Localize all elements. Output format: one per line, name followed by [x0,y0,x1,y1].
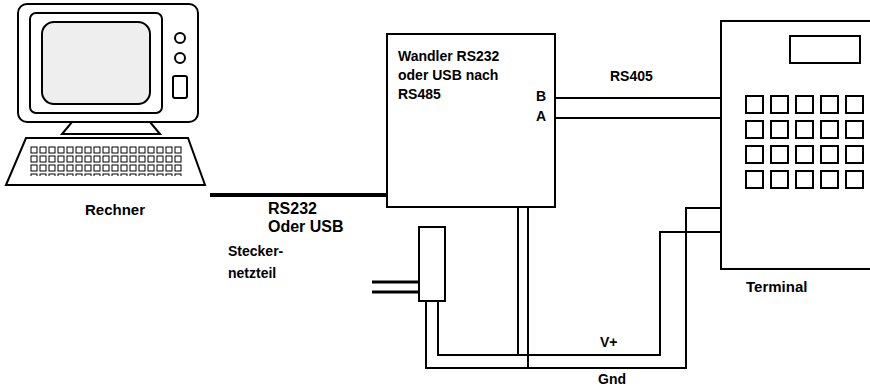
keyboard [6,138,205,185]
plug-prong [372,281,418,284]
signal-label: RS405 [608,68,672,84]
terminal-key [796,121,813,138]
computer-node: Rechner [0,0,210,225]
terminal-key [746,146,763,163]
terminal-key [821,96,838,113]
connector-wire [210,193,386,197]
plug-prong [372,291,418,294]
signal-label: Gnd [596,371,640,387]
terminal-key [771,96,788,113]
node-label: Terminal [746,278,836,295]
terminal-key [821,146,838,163]
terminal-key [796,96,813,113]
terminal-key [771,146,788,163]
terminal-key [846,171,863,188]
terminal-display [790,36,860,63]
connector-wire [556,97,720,99]
monitor-bezel [30,13,162,113]
terminal-box: Terminal [720,20,870,270]
terminal-key [796,171,813,188]
computer-drawing [6,4,205,185]
terminal-key [846,96,863,113]
node-label: Wandler RS232 oder USB nach RS485 [388,35,538,104]
connector-wire [556,117,720,119]
monitor-screen [42,22,150,104]
monitor-stand [62,122,160,134]
keyboard-keys [30,146,183,176]
monitor-knob [175,53,185,63]
power-plug-drawing [372,282,418,292]
converter-supply-wire [527,208,529,368]
converter-box: Wandler RS232 oder USB nach RS485 [386,33,556,208]
terminal-key [821,171,838,188]
monitor-panel [173,76,187,98]
connector-wire [438,208,518,355]
pin-label: B [536,88,546,104]
terminal-key [771,121,788,138]
power-supply-box: Stecker- netzteil [418,226,446,302]
terminal-key [746,96,763,113]
terminal-key [796,146,813,163]
pin-label: A [536,108,546,124]
monitor-knob [175,33,185,43]
signal-label: V+ [598,334,632,350]
terminal-key [846,146,863,163]
connector-wire [426,208,720,368]
connector-wire [438,232,720,355]
node-label: Rechner [20,0,210,218]
terminal-key [746,121,763,138]
monitor-case [18,4,198,122]
terminal-key [846,121,863,138]
terminal-keypad [746,96,863,188]
terminal-drawing [746,36,863,188]
terminal-key [821,121,838,138]
terminal-key [771,171,788,188]
terminal-key [746,171,763,188]
signal-label: RS232 Oder USB [266,200,358,237]
node-label: Stecker- netzteil [228,240,294,284]
